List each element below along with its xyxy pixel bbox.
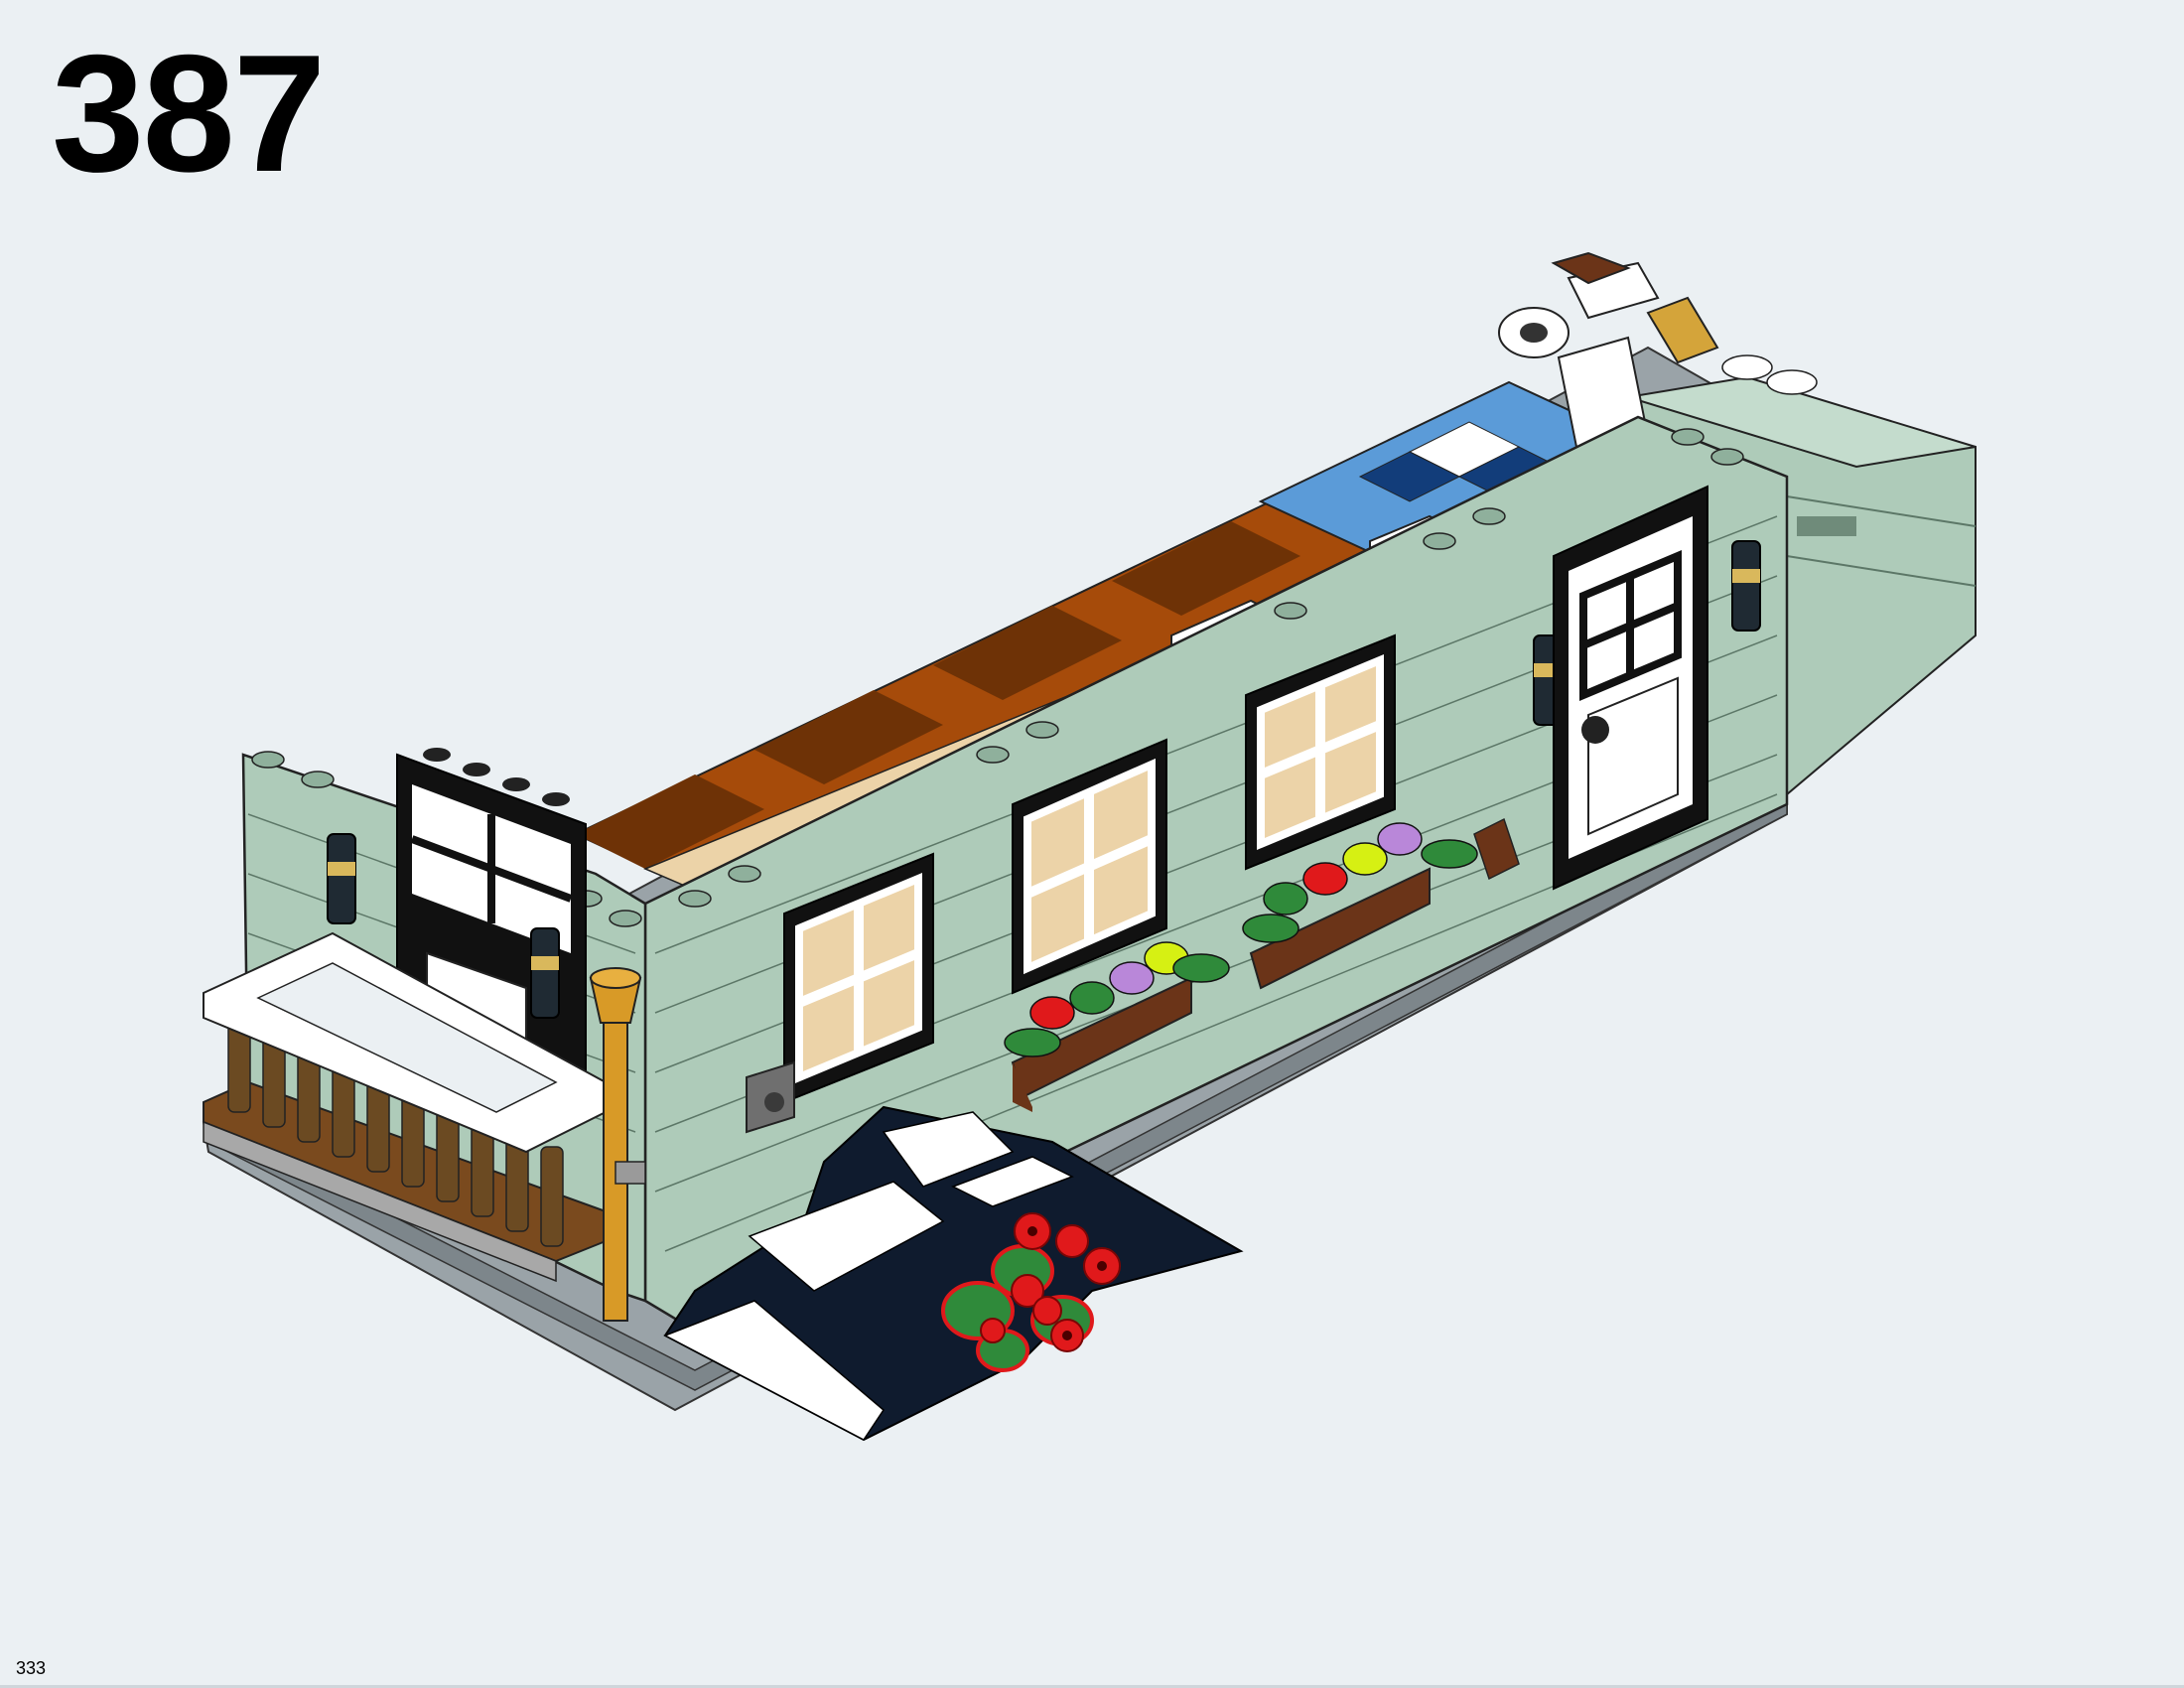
front-windows [783, 633, 1396, 1104]
flower-boxes [1004, 817, 1520, 1112]
right-door [1553, 485, 1708, 891]
flower-box-right [1242, 817, 1520, 990]
flower-box-left [1004, 941, 1230, 1112]
holly-berries-icon [941, 1212, 1121, 1372]
wall-plate [746, 1060, 795, 1134]
front-steps [663, 1105, 1244, 1442]
window-1 [783, 852, 934, 1104]
bottom-border [0, 1685, 2184, 1688]
step-number: 387 [52, 20, 326, 207]
window-3 [1245, 633, 1396, 871]
lamp-post [589, 967, 646, 1322]
window-2 [1012, 738, 1167, 995]
page-number: 333 [16, 1658, 47, 1678]
